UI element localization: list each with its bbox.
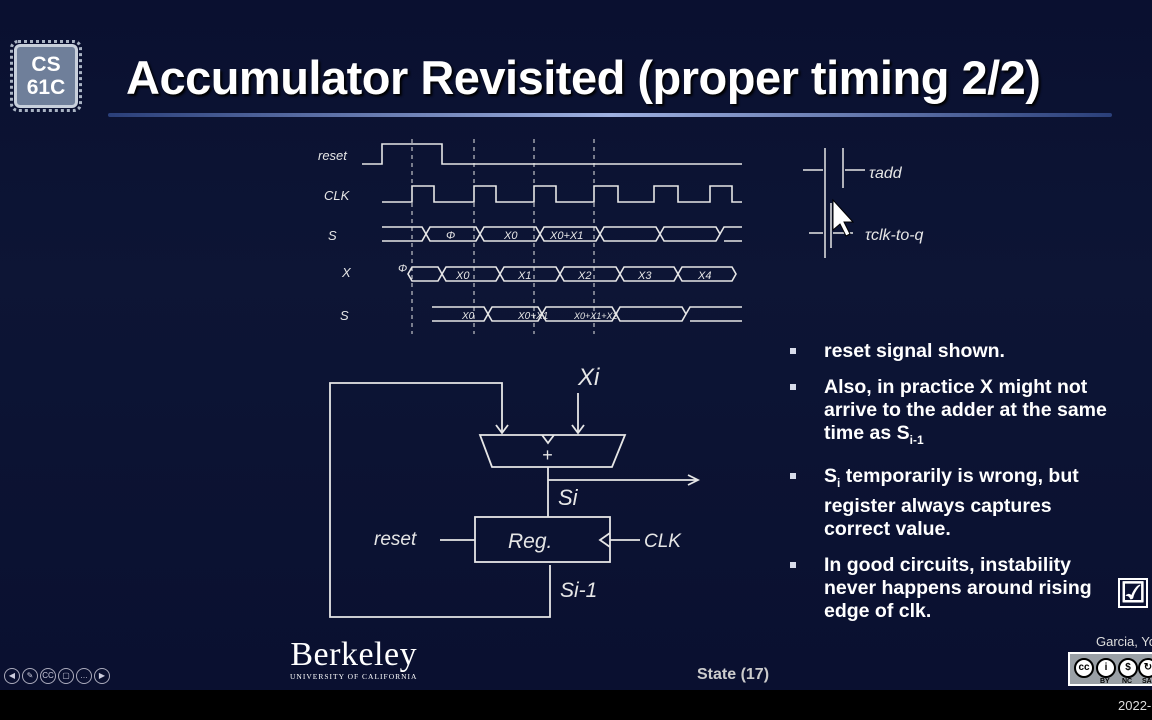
si-label: Si [558, 485, 579, 510]
cs61c-logo: CS 61C [10, 40, 82, 112]
bullet-marker [790, 384, 796, 390]
bullet-4-text: In good circuits, instability never happ… [824, 553, 1092, 622]
mouse-cursor-icon [832, 198, 855, 237]
sprev-val-1: X0 [503, 230, 518, 242]
nc-icon: $ [1118, 658, 1138, 678]
bullet-3-lead-sub: i [837, 475, 841, 490]
tau-clk-label: τclk-to-q [865, 227, 924, 244]
logo-line1: CS [31, 53, 61, 76]
delay-legend: τadd τclk-to-q [803, 148, 924, 258]
bullet-marker [790, 561, 796, 568]
signal-sprev-label: S [328, 228, 337, 243]
bullet-marker [790, 472, 796, 479]
cc-icon: cc [1074, 658, 1094, 678]
s-val-2: X0+X1+X2 [573, 311, 618, 321]
berkeley-name: Berkeley [290, 636, 418, 673]
x-val-0: Φ [398, 263, 407, 275]
signal-x-label: X [341, 265, 352, 280]
slides-icon[interactable]: ▢ [58, 668, 74, 684]
captions-icon[interactable]: CC [40, 668, 56, 684]
sprev-val-2: X0+X1 [549, 230, 583, 242]
footer-section-title: State (17) [697, 666, 770, 683]
creative-commons-badge: cc i $ ↻ BY NC SA [1068, 652, 1152, 686]
pen-icon[interactable]: ✎ [22, 668, 38, 684]
bullet-marker [790, 348, 796, 354]
x-val-2: X1 [517, 270, 531, 282]
slide-title: Accumulator Revisited (proper timing 2/2… [126, 51, 1041, 104]
bullet-3: Si temporarily is wrong, but register al… [790, 465, 1110, 541]
bullet-1: reset signal shown. [790, 340, 1110, 363]
bullet-2-text: Also, in practice X might not arrive to … [824, 376, 1107, 444]
sprev-val-0: Φ [446, 230, 455, 242]
register-label: Reg. [508, 530, 552, 553]
s-val-1: X0+X1 [517, 311, 548, 322]
clk-input-label: CLK [644, 531, 682, 552]
bullet-2: Also, in practice X might not arrive to … [790, 376, 1110, 452]
xi-label: Xi [577, 364, 600, 391]
author-credit: Garcia, Yo [1096, 634, 1152, 649]
logo-line2: 61C [26, 76, 66, 99]
by-icon: i [1096, 658, 1116, 678]
bullet-3-lead: S [824, 464, 838, 487]
bullet-2-sub: i-1 [909, 432, 924, 447]
timing-diagram: reset CLK S X S Φ X0 X0+X1 Φ X0 X1 X2 X3… [318, 139, 742, 334]
checkmark-icon: ☑ [1118, 578, 1148, 608]
slide: CS 61C Accumulator Revisited (proper tim… [0, 0, 1152, 690]
next-slide-icon[interactable]: ▶ [94, 668, 110, 684]
presentation-toolbar: ◀ ✎ CC ▢ … ▶ [4, 668, 110, 684]
bullet-list: reset signal shown. Also, in practice X … [790, 340, 1110, 636]
previous-slide-icon[interactable]: ◀ [4, 668, 20, 684]
si-prev-label: Si-1 [560, 579, 597, 602]
signal-clk-label: CLK [324, 188, 351, 203]
accumulator-circuit: Xi + Si Reg. reset CLK Si-1 [329, 364, 701, 618]
berkeley-logo: Berkeley UNIVERSITY OF CALIFORNIA [290, 636, 418, 682]
more-options-icon[interactable]: … [76, 668, 92, 684]
adder-plus: + [542, 445, 553, 465]
signal-s-label: S [340, 308, 349, 323]
tau-add-label: τadd [869, 165, 903, 182]
sa-icon: ↻ [1138, 658, 1152, 678]
x-val-5: X4 [697, 270, 711, 282]
bullet-1-text: reset signal shown. [824, 340, 1005, 362]
s-val-0: X0 [461, 311, 475, 322]
date-label: 2022- [1118, 698, 1152, 713]
berkeley-sub: UNIVERSITY OF CALIFORNIA [290, 672, 418, 681]
reset-input-label: reset [374, 529, 417, 550]
signal-reset-label: reset [318, 148, 348, 163]
title-underline [108, 113, 1112, 117]
chip-pins [10, 40, 82, 112]
x-val-3: X2 [577, 270, 591, 282]
x-val-4: X3 [637, 270, 652, 282]
bullet-4: In good circuits, instability never happ… [790, 554, 1110, 623]
nc-label: NC [1122, 678, 1133, 685]
by-label: BY [1100, 678, 1110, 685]
sa-label: SA [1142, 678, 1152, 685]
x-val-1: X0 [455, 270, 470, 282]
bullet-3-text: temporarily is wrong, but register alway… [824, 464, 1079, 540]
